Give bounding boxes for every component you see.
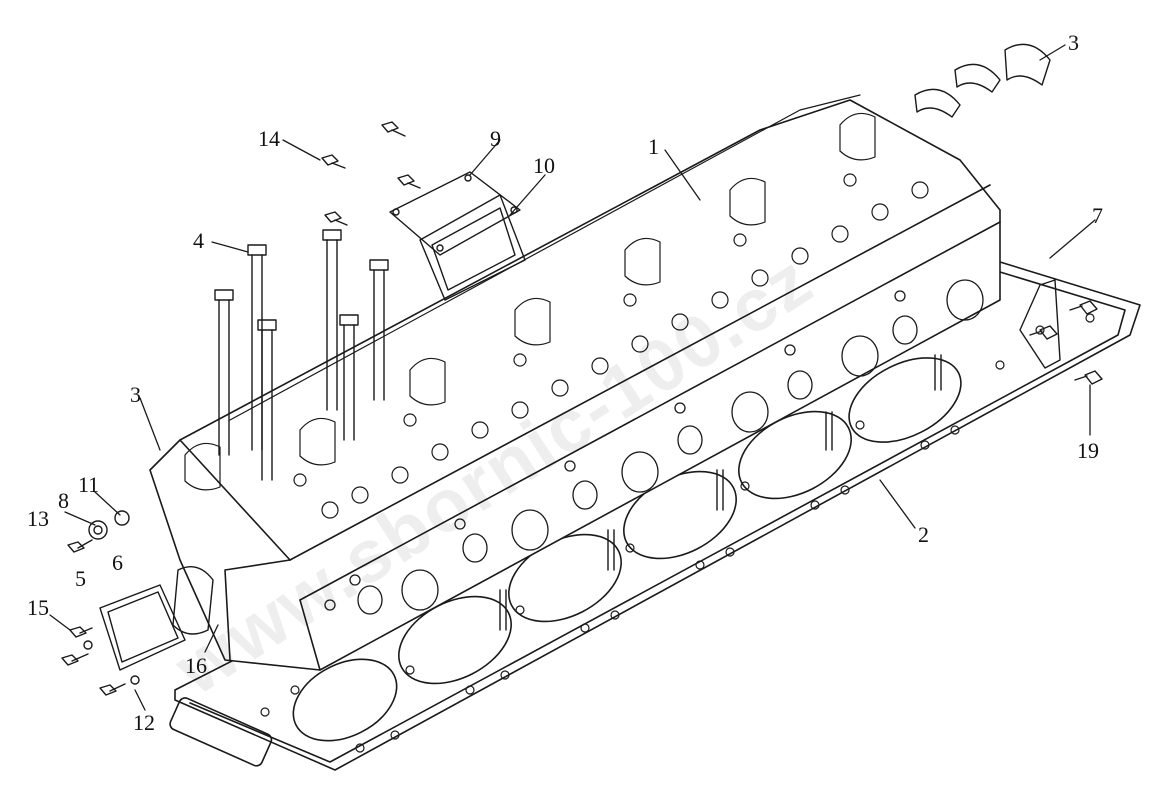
callout-5: 5 [75, 566, 86, 591]
callout-19: 19 [1077, 438, 1099, 463]
callout-3-left: 3 [130, 382, 141, 407]
callout-2: 2 [918, 522, 929, 547]
callout-10: 10 [533, 153, 555, 178]
callout-8: 8 [58, 488, 69, 513]
callout-1: 1 [648, 134, 659, 159]
callout-13: 13 [27, 506, 49, 531]
callout-3-top: 3 [1068, 30, 1079, 55]
callout-6: 6 [112, 550, 123, 575]
end-cover-parts [61, 510, 214, 696]
dowel-pins [499, 354, 942, 631]
cylinder-head [149, 94, 1001, 671]
callout-15: 15 [27, 595, 49, 620]
cover-plate-and-gasket [321, 121, 526, 301]
callout-16: 16 [185, 653, 207, 678]
callout-12: 12 [133, 710, 155, 735]
bracket-and-bolts [1019, 279, 1103, 385]
head-bolts [214, 229, 389, 481]
callout-14: 14 [258, 126, 280, 151]
leader-lines [49, 44, 1096, 711]
callout-4: 4 [193, 228, 204, 253]
callout-7: 7 [1092, 203, 1103, 228]
callout-11: 11 [78, 472, 100, 497]
callout-9: 9 [490, 126, 501, 151]
camshaft-bearing-caps [914, 43, 1051, 118]
